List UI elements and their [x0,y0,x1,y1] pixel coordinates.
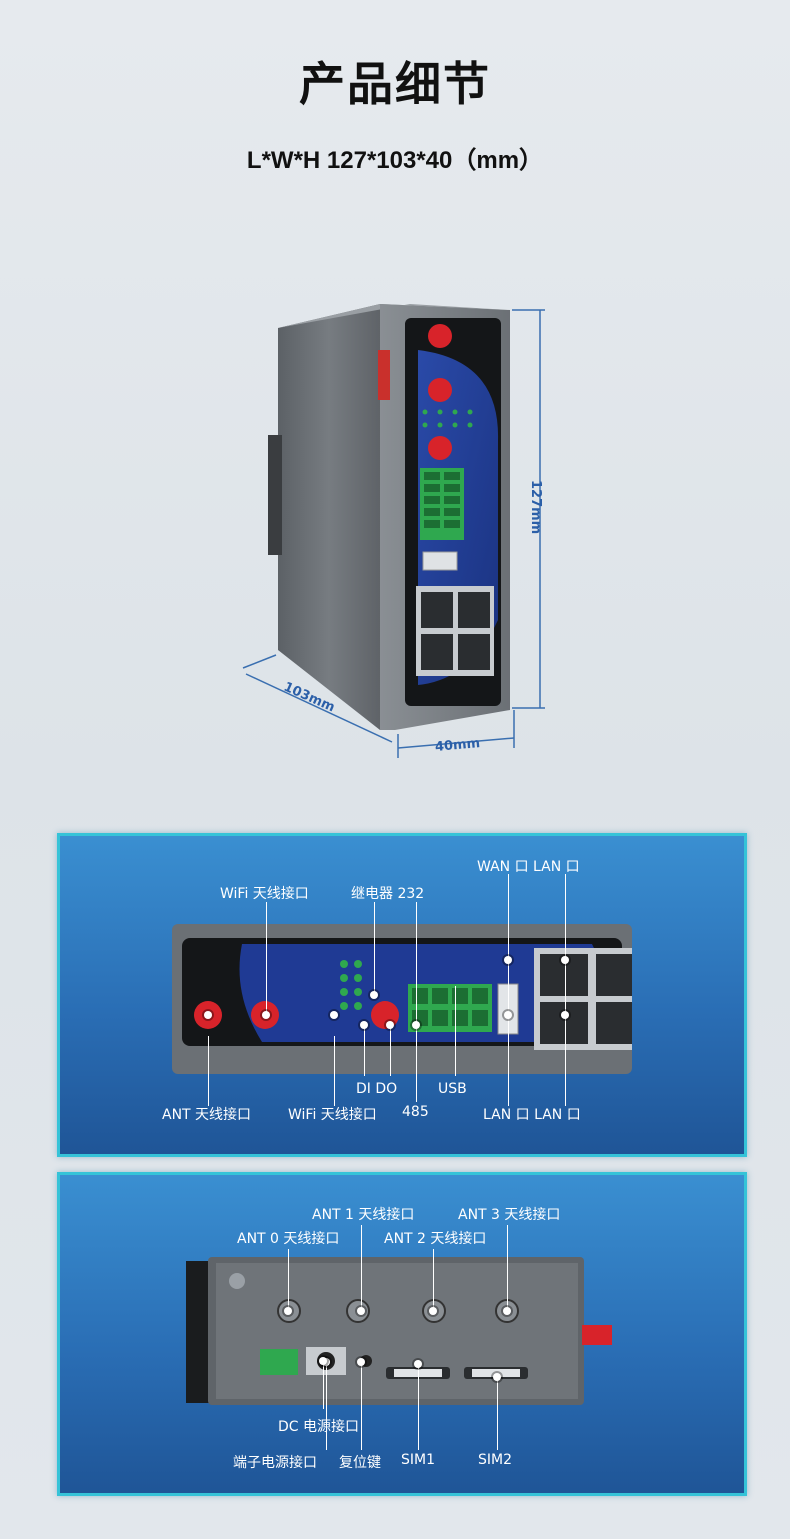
device-illustration: 127mm 103mm 40mm [0,290,790,770]
usb-label: USB [438,1081,467,1097]
front-strip-svg [172,924,632,1074]
antenna-2 [428,378,452,402]
sim2-label: SIM2 [478,1452,513,1468]
back-interface-panel: ANT 1 天线接口 ANT 3 天线接口 ANT 0 天线接口 ANT 2 天… [57,1172,747,1496]
ant3-label: ANT 3 天线接口 [458,1207,561,1223]
reset-label: 复位键 [339,1455,381,1471]
rs485-label: 485 [402,1104,429,1120]
device-isometric-svg [242,304,545,758]
sim1-label: SIM1 [401,1452,436,1468]
wifi-bottom-label: WiFi 天线接口 [288,1107,377,1123]
device-side-face [278,304,380,730]
height-label: 127mm [528,480,543,535]
ant0-label: ANT 0 天线接口 [237,1231,340,1247]
relay-232-label: 继电器 232 [351,886,425,902]
antenna-3 [428,436,452,460]
ant-bottom-label: ANT 天线接口 [162,1107,252,1123]
ant1-label: ANT 1 天线接口 [312,1207,415,1223]
back-strip-svg [186,1257,612,1405]
ant2-label: ANT 2 天线接口 [384,1231,487,1247]
antenna-1 [428,324,452,348]
page-title: 产品细节 [299,57,491,111]
terminal-power-label: 端子电源接口 [233,1455,317,1471]
wifi-antenna-top-label: WiFi 天线接口 [220,886,309,902]
di-do-label: DI DO [356,1081,398,1097]
usb-port [422,551,458,571]
dimensions-text: L*W*H 127*103*40（mm） [246,147,544,174]
lan-bottom-label: LAN 口 LAN 口 [483,1107,581,1123]
front-interface-panel: WAN 口 LAN 口 WiFi 天线接口 继电器 232 [57,833,747,1157]
wan-lan-top-label: WAN 口 LAN 口 [477,859,580,875]
dc-power-label: DC 电源接口 [278,1419,360,1435]
